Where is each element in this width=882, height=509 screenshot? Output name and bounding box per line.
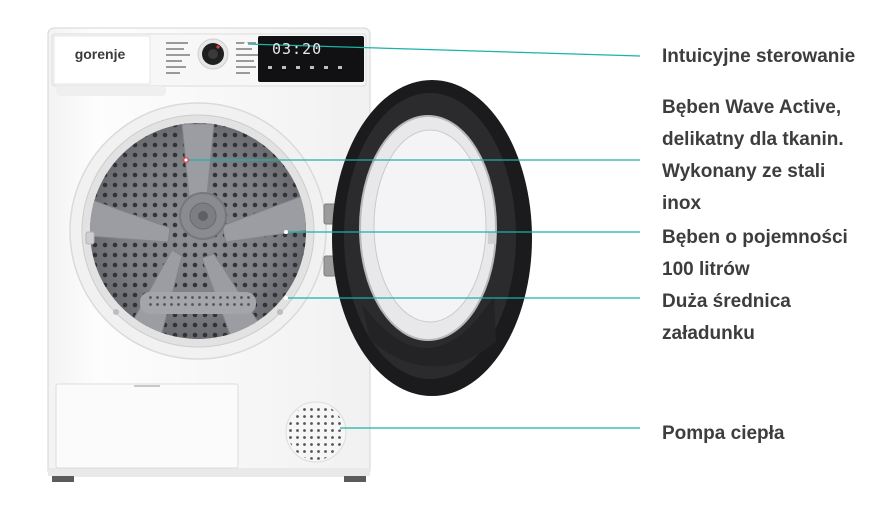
callout-diameter-line-2: załadunku — [662, 323, 755, 344]
heat-pump-grille — [285, 401, 347, 463]
callout-heat-pump-line-1: Pompa ciepła — [662, 423, 785, 444]
callout-drum-line-1: Bęben Wave Active, — [662, 97, 842, 118]
open-door — [332, 80, 532, 396]
lower-panel — [55, 383, 239, 469]
callout-diameter: Duża średnica załadunku — [662, 286, 791, 350]
callout-drum: Bęben Wave Active, delikatny dla tkanin.… — [662, 92, 844, 220]
callout-heat-pump: Pompa ciepła — [662, 418, 785, 450]
callout-controls-line-1: Intuicyjne sterowanie — [662, 46, 856, 67]
callout-line-controls — [245, 43, 641, 57]
callout-drum-line-3: Wykonany ze stali — [662, 161, 826, 182]
callout-capacity-line-2: 100 litrów — [662, 259, 750, 280]
drum-opening — [69, 102, 327, 360]
control-panel — [51, 33, 367, 96]
display-time: 03:20 — [272, 40, 323, 58]
callout-capacity: Bęben o pojemności 100 litrów — [662, 222, 848, 286]
callout-lines — [186, 43, 641, 429]
callout-drum-line-2: delikatny dla tkanin. — [662, 129, 844, 150]
callout-drum-line-4: inox — [662, 193, 702, 214]
callout-capacity-line-1: Bęben o pojemności — [662, 227, 848, 248]
callout-diameter-line-1: Duża średnica — [662, 291, 791, 312]
callout-controls: Intuicyjne sterowanie — [662, 41, 855, 73]
brand-logo: gorenje — [74, 46, 126, 62]
display-panel — [258, 36, 364, 82]
